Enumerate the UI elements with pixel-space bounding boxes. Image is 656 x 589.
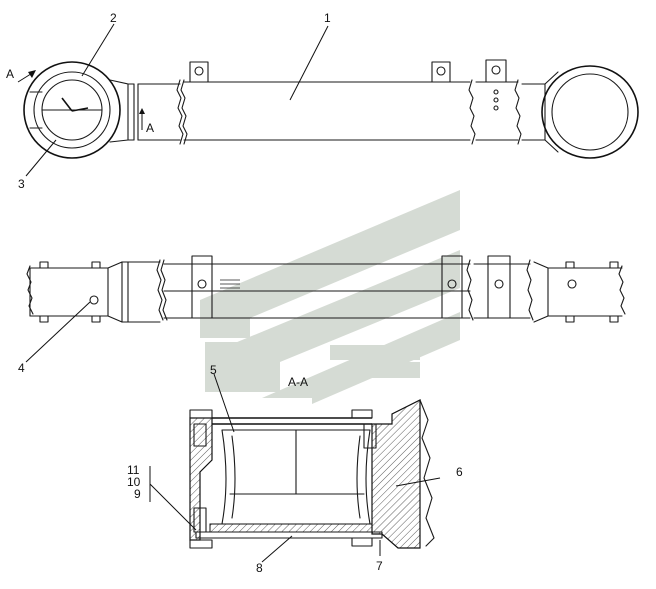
section-arrow-label-left: A xyxy=(6,67,14,81)
right-eye-inner xyxy=(551,73,629,151)
callout-6: 6 xyxy=(456,465,463,479)
callout-4: 4 xyxy=(18,361,25,375)
callout-10: 10 xyxy=(127,475,141,489)
callout-labels: 1 2 3 4 5 6 7 8 9 10 11 A A A-A xyxy=(6,11,463,575)
callout-5: 5 xyxy=(210,363,217,377)
clamp-right xyxy=(485,59,507,83)
right-eye-outer xyxy=(541,65,639,159)
clamp-left xyxy=(189,61,209,83)
top-view xyxy=(23,59,639,159)
callout-11: 11 xyxy=(127,463,140,477)
side-clamp-left xyxy=(191,255,213,319)
section-a-a xyxy=(149,399,435,549)
side-clamp-right xyxy=(487,255,511,319)
side-clamp-middle xyxy=(441,255,463,319)
right-housing xyxy=(371,399,421,549)
section-title: A-A xyxy=(288,375,308,389)
section-arrow-label-top: A xyxy=(146,121,154,135)
callout-8: 8 xyxy=(256,561,263,575)
left-eye-outer xyxy=(23,61,121,159)
callout-9: 9 xyxy=(134,487,141,501)
callout-2: 2 xyxy=(110,11,117,25)
left-housing xyxy=(189,417,213,541)
side-view xyxy=(26,255,626,323)
callout-7: 7 xyxy=(376,559,383,573)
leader-lines xyxy=(17,23,441,563)
left-eye-ring xyxy=(33,71,111,149)
bottom-cover xyxy=(195,531,383,539)
watermark-logo xyxy=(200,190,460,404)
callout-1: 1 xyxy=(324,11,331,25)
clamp-middle xyxy=(431,61,451,83)
grease-fitting xyxy=(89,295,99,305)
callout-3: 3 xyxy=(18,177,25,191)
